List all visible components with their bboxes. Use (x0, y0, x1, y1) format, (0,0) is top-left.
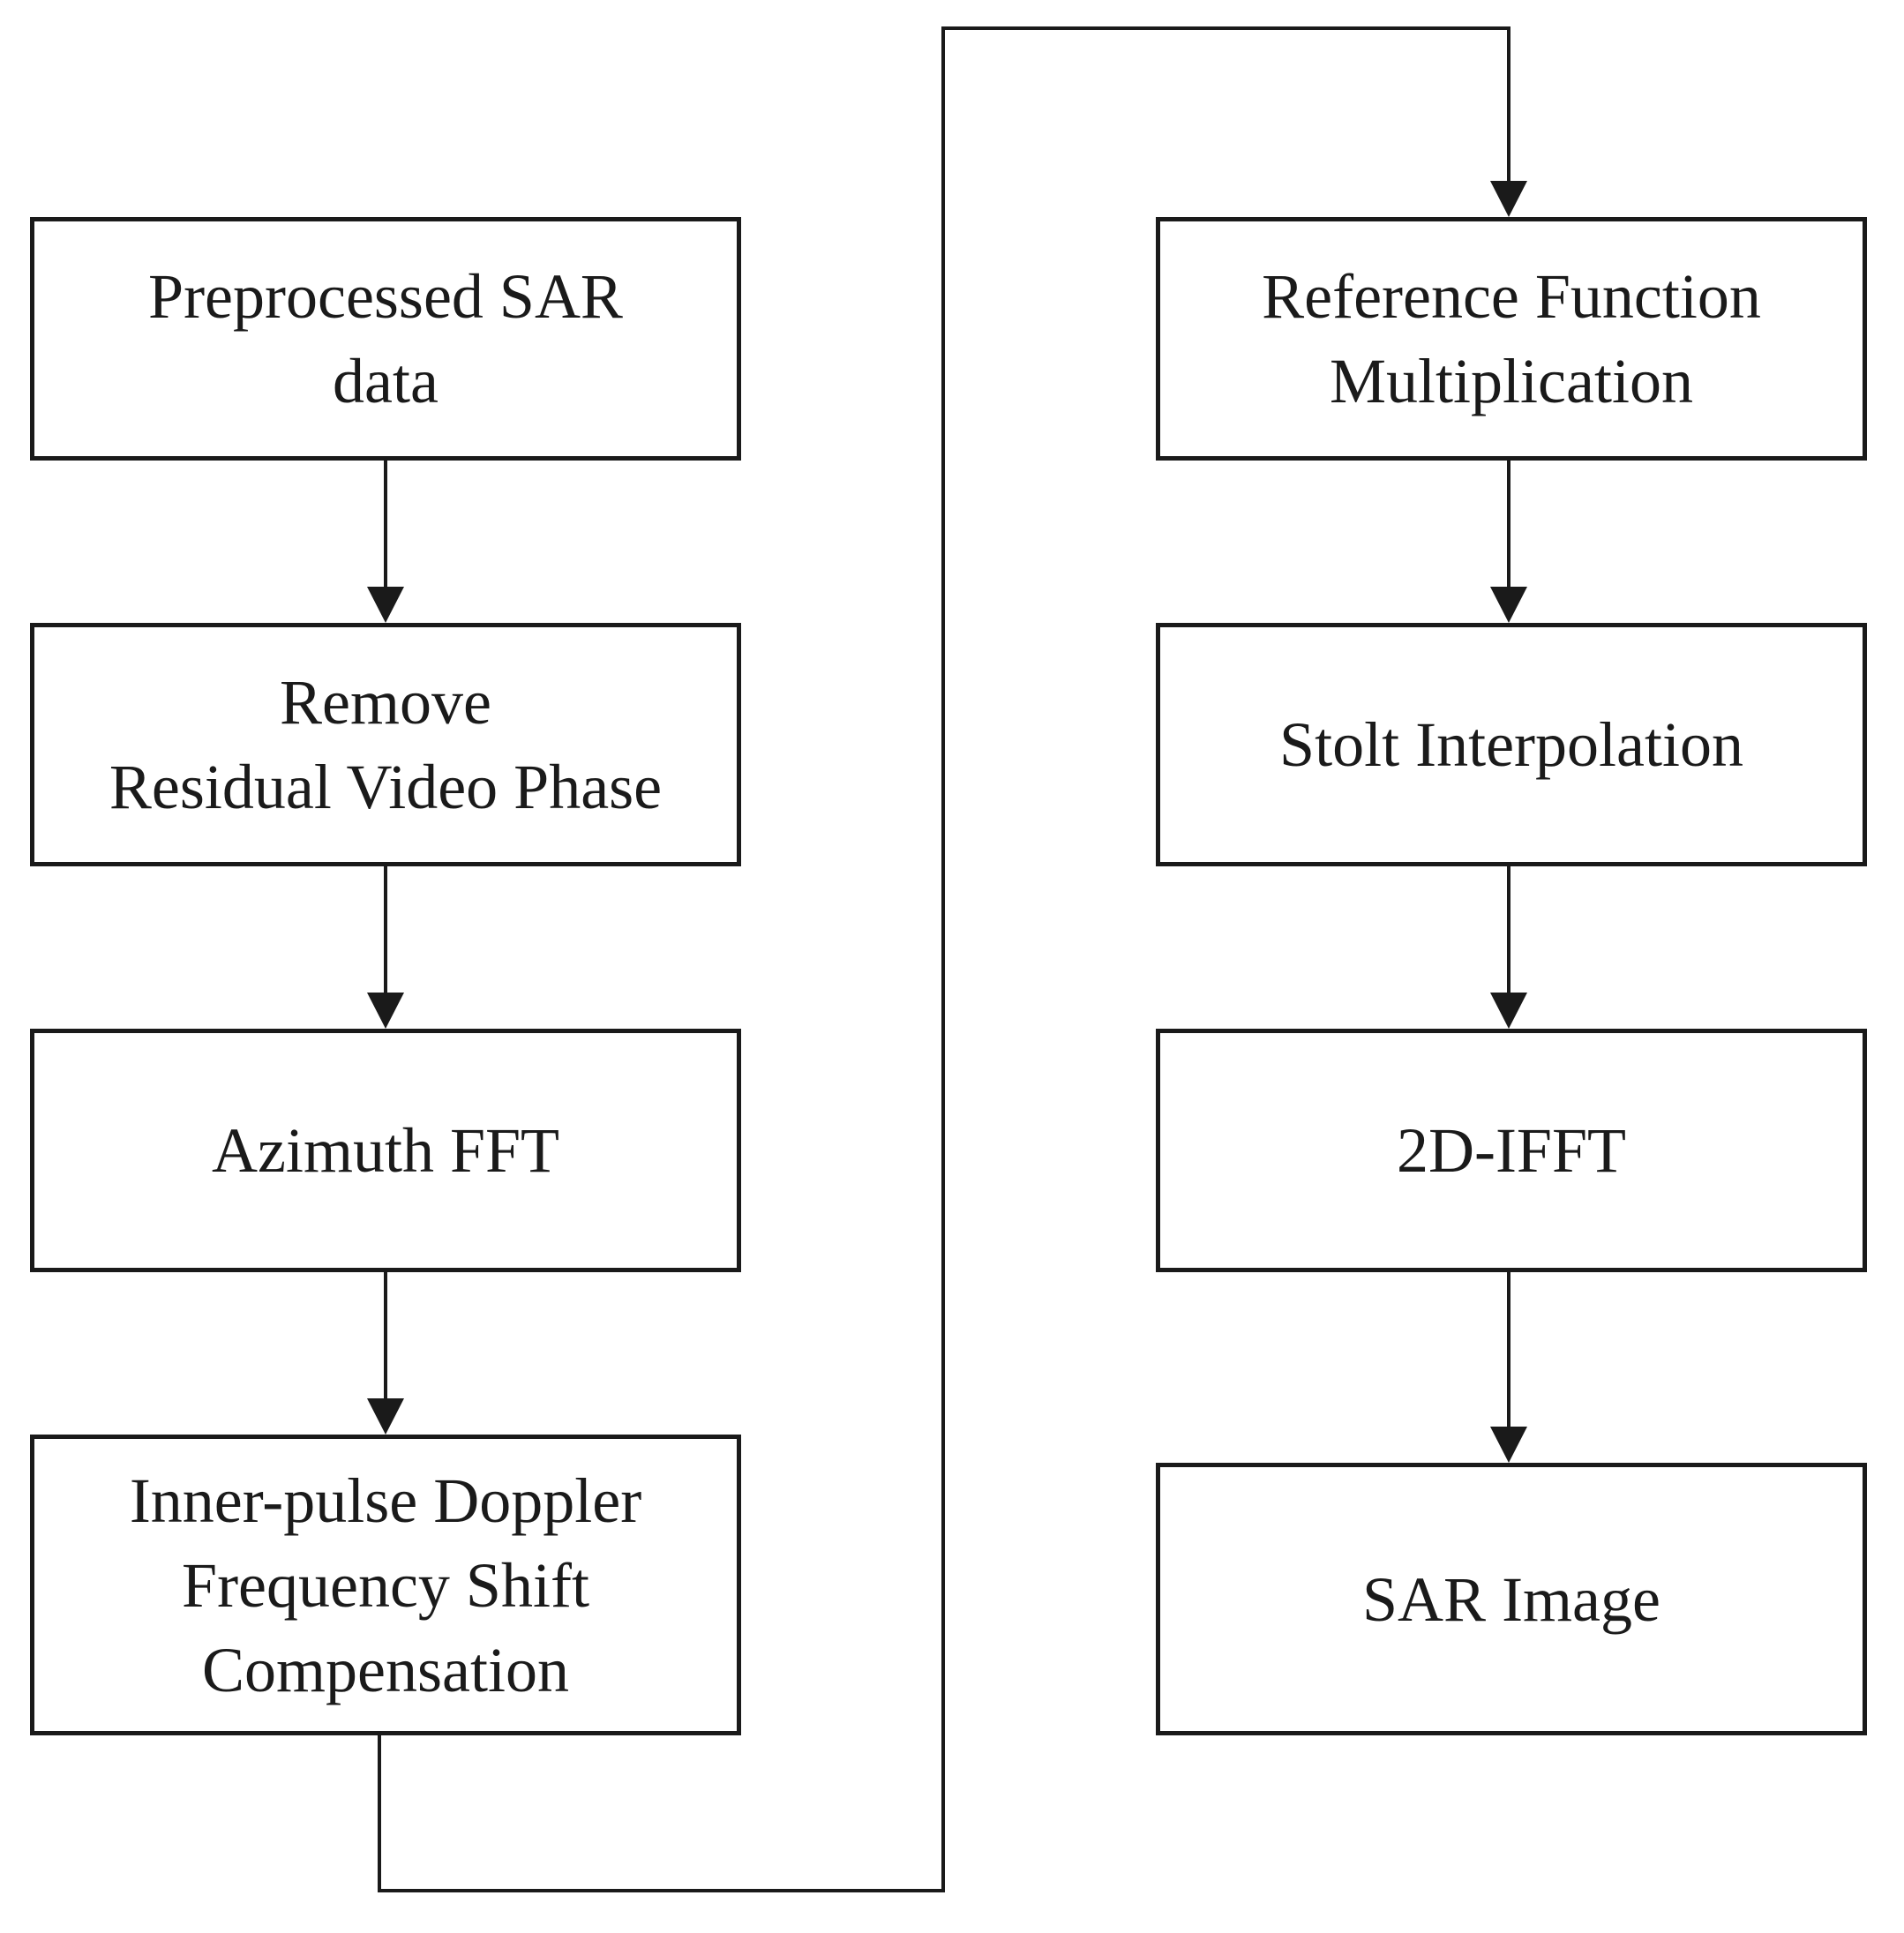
arrowhead-remove (367, 587, 404, 623)
step-label-line: Stolt Interpolation (1279, 709, 1743, 780)
step-label-line: 2D-IFFT (1396, 1115, 1626, 1186)
step-label-line: Remove (280, 667, 491, 738)
step-2d-ifft: 2D-IFFT (1156, 1029, 1867, 1272)
step-stolt-interpolation: Stolt Interpolation (1156, 623, 1867, 866)
arrowhead-azimuth (367, 993, 404, 1029)
step-label-line: SAR Image (1362, 1563, 1660, 1635)
step-label-line: Preprocessed SAR (148, 261, 623, 332)
step-label-line: Frequency Shift (182, 1549, 589, 1621)
step-remove-residual-video-phase: Remove Residual Video Phase (30, 623, 741, 866)
arrowhead-ifft (1490, 993, 1527, 1029)
step-inner-pulse-doppler-compensation: Inner-pulse Doppler Frequency Shift Comp… (30, 1435, 741, 1735)
step-label-line: data (333, 346, 439, 416)
step-label-line: Azimuth FFT (211, 1115, 560, 1186)
step-label-line: Reference Function (1262, 261, 1761, 332)
step-azimuth-fft: Azimuth FFT (30, 1029, 741, 1272)
step-label-line: Multiplication (1330, 346, 1693, 416)
connector-innerpulse-to-reference (378, 26, 1510, 1892)
step-sar-image: SAR Image (1156, 1463, 1867, 1735)
arrowhead-reference (1490, 181, 1527, 217)
arrowhead-sarimage (1490, 1427, 1527, 1463)
step-reference-function-multiplication: Reference Function Multiplication (1156, 217, 1867, 461)
step-label-line: Compensation (202, 1634, 569, 1705)
step-preprocessed-sar-data: Preprocessed SAR data (30, 217, 741, 461)
arrowhead-stolt (1490, 587, 1527, 623)
step-label-line: Residual Video Phase (109, 752, 663, 822)
step-label-line: Inner-pulse Doppler (129, 1465, 642, 1536)
arrowhead-innerpulse (367, 1398, 404, 1435)
